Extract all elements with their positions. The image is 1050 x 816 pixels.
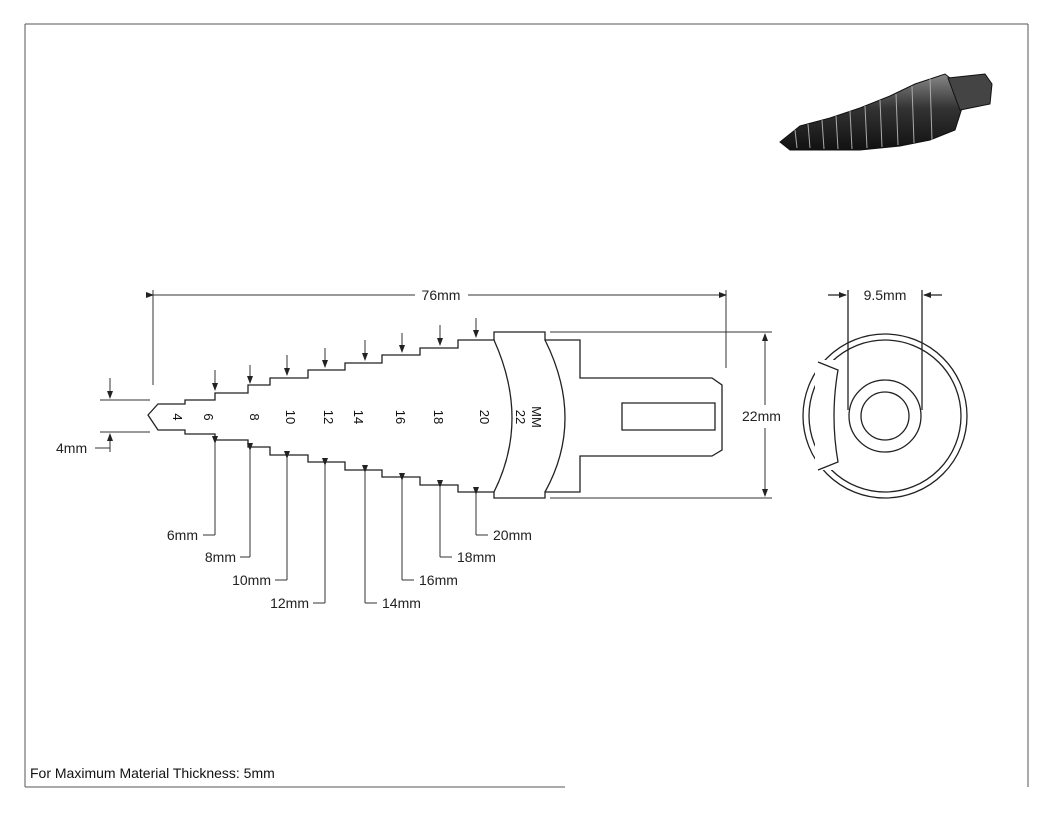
step-10mm-label: 10mm (232, 572, 271, 588)
step-16mm-label: 16mm (419, 572, 458, 588)
tip-diameter-label: 4mm (56, 440, 87, 456)
marking-8: 8 (247, 413, 262, 420)
marking-6: 6 (201, 413, 216, 420)
marking-12: 12 (321, 410, 336, 424)
dimension-labels: 76mm 9.5mm 22mm 4mm 6mm 8mm 10mm 12mm 14… (56, 287, 906, 611)
step-20mm-label: 20mm (493, 527, 532, 543)
max-diameter-label: 22mm (742, 408, 781, 424)
isometric-drill-view (779, 73, 993, 151)
step-8mm-label: 8mm (205, 549, 236, 565)
marking-22: 22 (513, 410, 528, 424)
dimension-lines (95, 290, 772, 604)
overall-length-label: 76mm (422, 287, 461, 303)
marking-18: 18 (431, 410, 446, 424)
step-14mm-label: 14mm (382, 595, 421, 611)
body-markings: 4 6 8 10 12 14 16 18 20 22 MM (170, 406, 544, 428)
sheet-border (24, 23, 1029, 788)
step-18mm-label: 18mm (457, 549, 496, 565)
marking-16: 16 (393, 410, 408, 424)
marking-4: 4 (170, 413, 185, 420)
marking-20: 20 (477, 410, 492, 424)
step-12mm-label: 12mm (270, 595, 309, 611)
step-6mm-label: 6mm (167, 527, 198, 543)
marking-10: 10 (283, 410, 298, 424)
marking-mm: MM (529, 406, 544, 428)
shank-flat-label: 9.5mm (864, 287, 907, 303)
drill-body (147, 331, 723, 499)
material-thickness-note: For Maximum Material Thickness: 5mm (30, 765, 275, 781)
marking-14: 14 (351, 410, 366, 424)
end-view (802, 290, 968, 499)
